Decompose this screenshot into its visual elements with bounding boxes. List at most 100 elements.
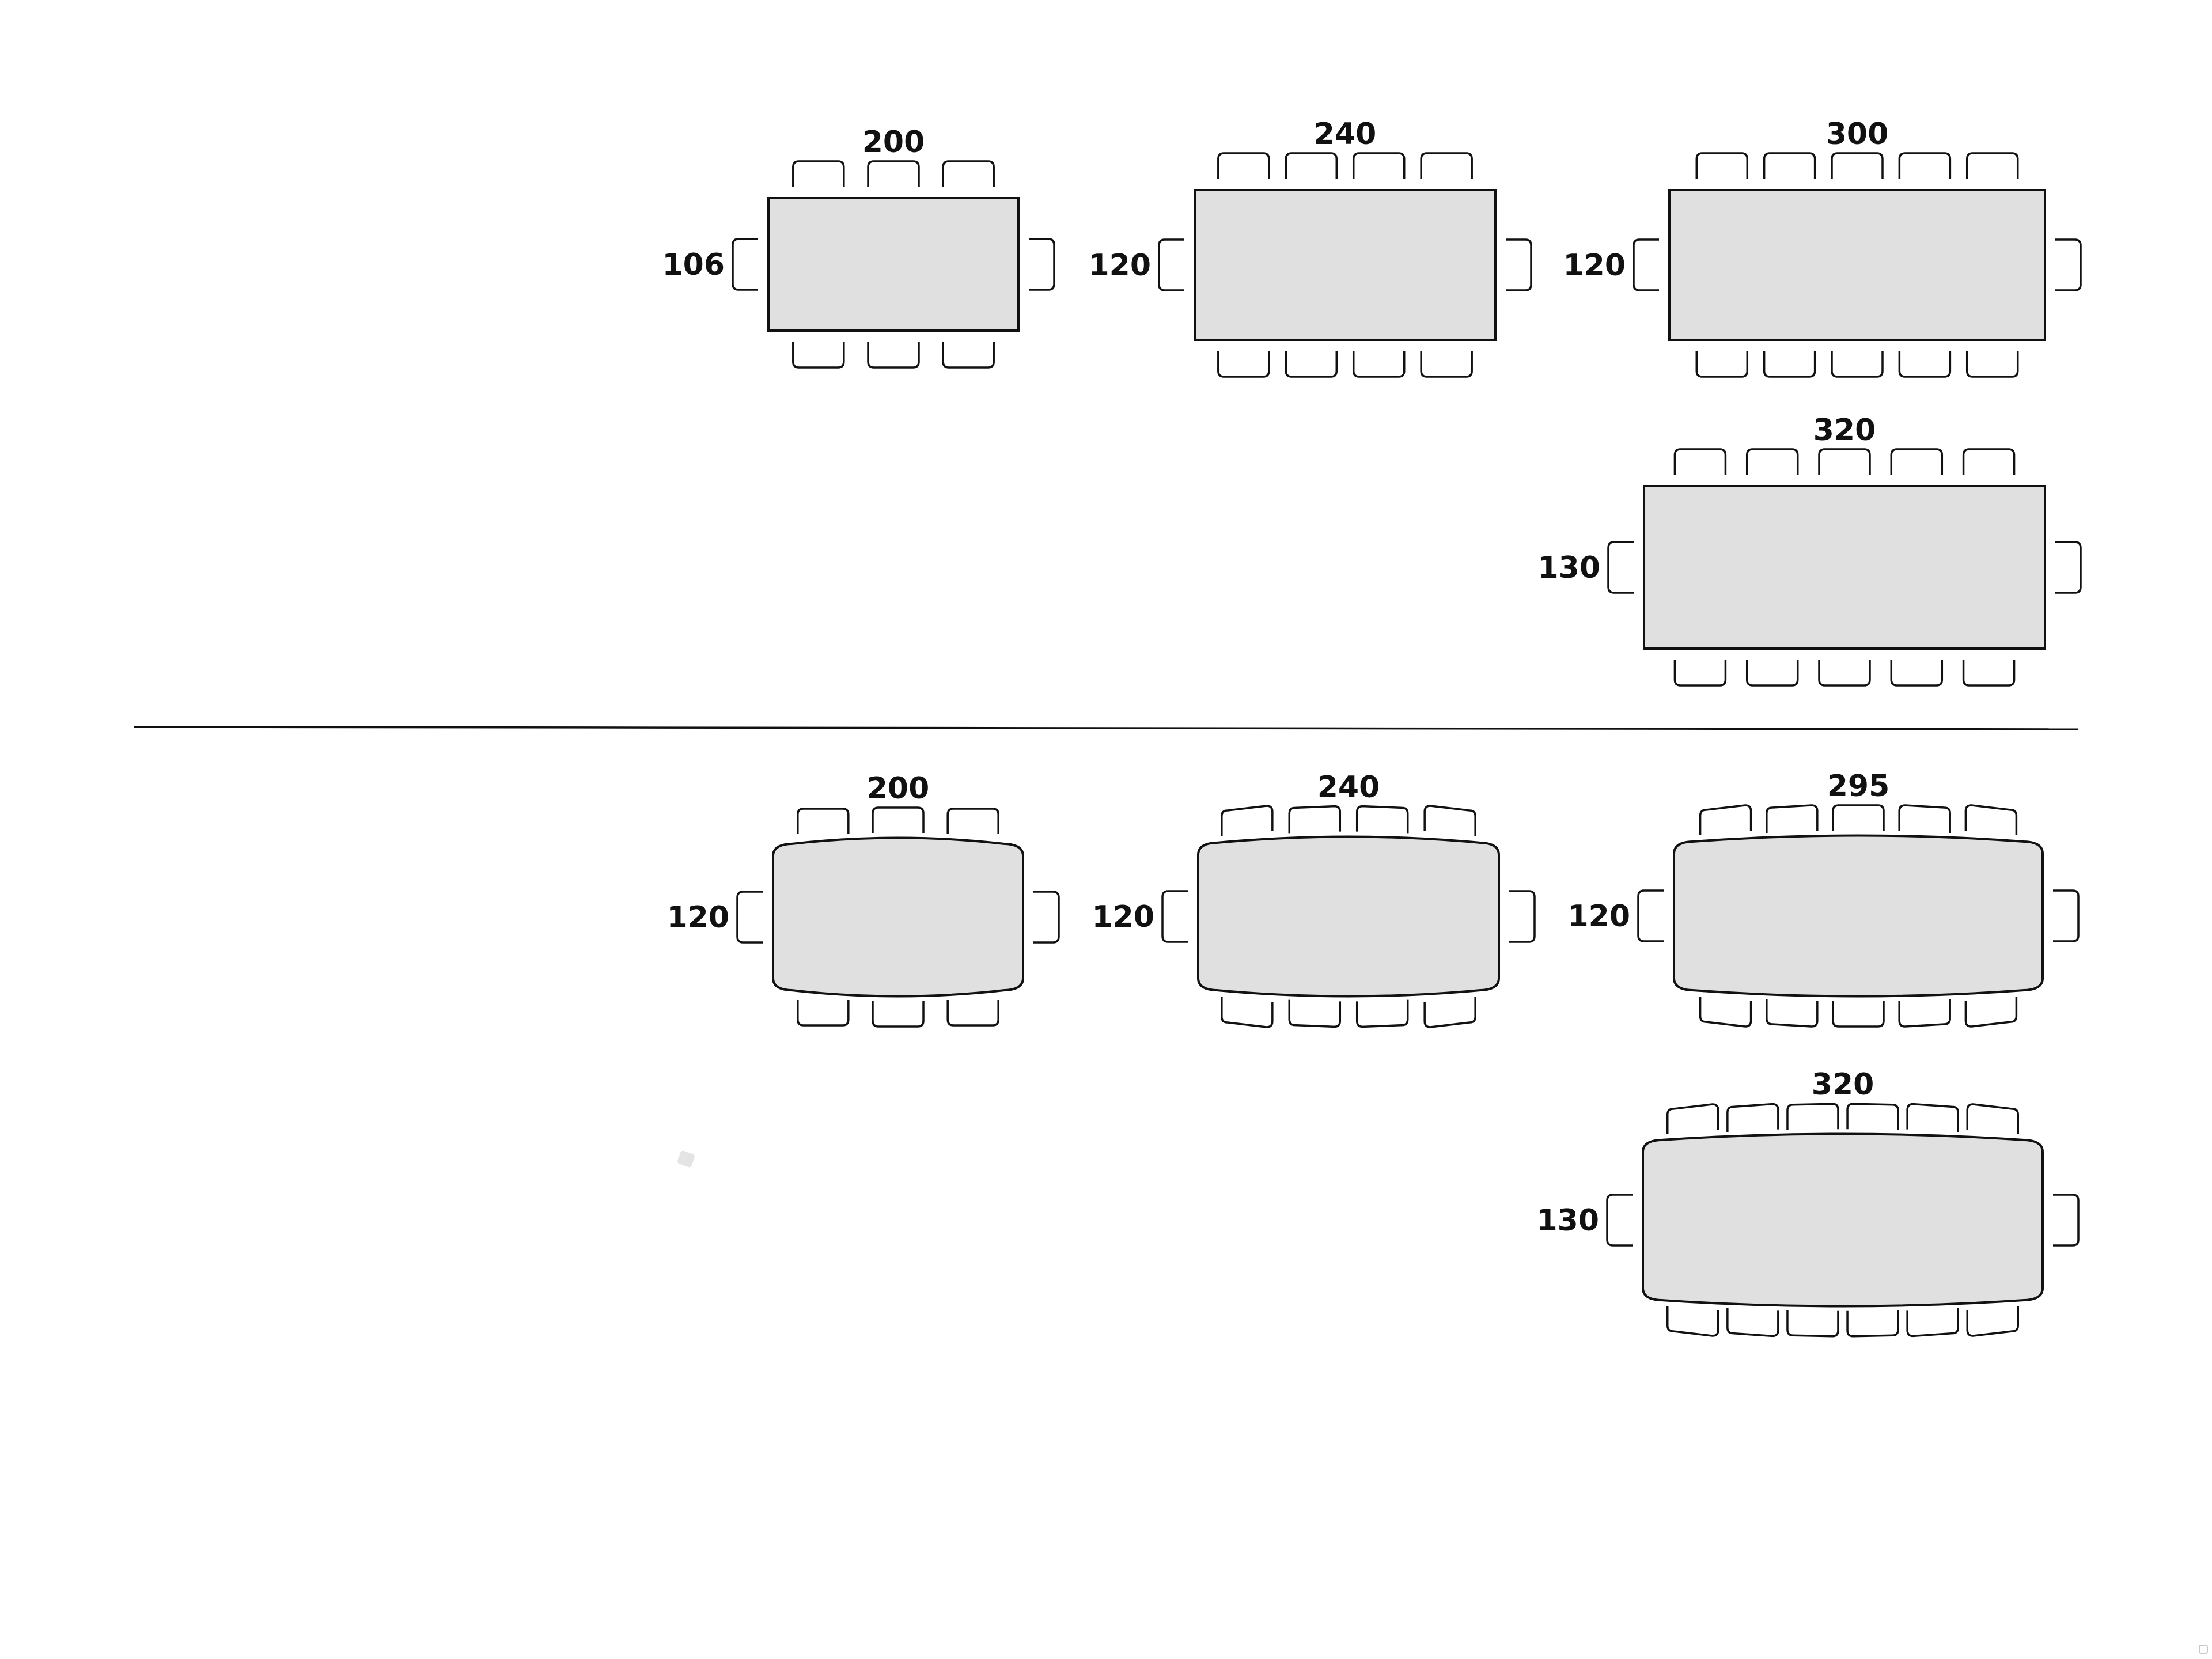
chair-top	[1766, 804, 1819, 833]
length-label: 240	[1317, 770, 1380, 805]
chair-top	[1898, 152, 1952, 179]
chair-bottom	[1831, 351, 1884, 378]
chair-top	[797, 808, 850, 834]
table-top	[1194, 189, 1497, 341]
chair-bottom	[1766, 999, 1819, 1028]
table-top	[1668, 189, 2046, 341]
length-label: 320	[1812, 1067, 1874, 1102]
chair-bottom	[1890, 660, 1944, 687]
chair-top	[1695, 152, 1749, 179]
chair-bottom	[1832, 1001, 1885, 1028]
chair-top	[1420, 152, 1473, 179]
chair-bottom	[1217, 351, 1270, 378]
chair-bottom	[1965, 351, 2019, 378]
chair-end-right	[1506, 238, 1532, 291]
chair-bottom	[1898, 351, 1952, 378]
chair-bottom	[1726, 1308, 1779, 1338]
tables-layer: 2001062401203001203201302001202401202951…	[662, 117, 2082, 1338]
table-group-rectangular-200x106: 200 106	[662, 125, 1055, 369]
corner-mark	[2199, 1645, 2208, 1654]
length-label: 200	[862, 125, 925, 160]
table-group-barrel-200x120: 200 120	[666, 771, 1060, 1028]
chair-end-right	[2055, 541, 2082, 594]
chair-bottom	[1695, 351, 1749, 378]
chair-bottom	[1786, 1310, 1839, 1338]
length-label: 320	[1813, 413, 1876, 448]
chair-bottom	[1673, 660, 1727, 687]
chair-top	[1962, 448, 2016, 475]
chair-top	[872, 806, 925, 833]
chair-bottom	[942, 342, 995, 369]
chair-top	[1699, 804, 1752, 835]
table-group-barrel-295x120: 295 120	[1567, 769, 2080, 1028]
width-label: 106	[662, 248, 725, 282]
chair-end-left	[1637, 889, 1664, 942]
chair-top	[1285, 152, 1338, 179]
width-label: 120	[666, 900, 729, 935]
chair-bottom	[1666, 1306, 1719, 1337]
chair-top	[1726, 1103, 1779, 1132]
chair-bottom	[1763, 351, 1816, 378]
chair-bottom	[872, 1001, 925, 1028]
chair-top	[867, 160, 920, 187]
speck-mark	[677, 1150, 695, 1168]
chair-top	[1898, 804, 1951, 833]
table-top	[1197, 835, 1500, 998]
chair-end-left	[736, 891, 763, 944]
chair-end-left	[1607, 541, 1634, 594]
chair-bottom	[1423, 997, 1476, 1028]
chair-bottom	[1906, 1308, 1959, 1338]
length-label: 300	[1826, 117, 1889, 151]
chair-end-right	[1033, 891, 1060, 944]
table-top	[772, 836, 1024, 998]
chair-top	[946, 808, 999, 834]
table-top	[1673, 834, 2044, 998]
chair-top	[1906, 1103, 1959, 1132]
chair-bottom	[1699, 997, 1752, 1028]
chair-bottom	[797, 1000, 850, 1027]
chair-bottom	[1898, 999, 1951, 1028]
chair-top	[1288, 805, 1342, 834]
chair-top	[792, 160, 845, 187]
chair-end-right	[1509, 890, 1536, 943]
chair-top	[1832, 804, 1885, 831]
chair-end-right	[2055, 238, 2082, 291]
table-top	[1643, 485, 2046, 650]
chair-top	[1217, 152, 1270, 179]
chair-top	[1221, 805, 1274, 836]
chair-bottom	[1745, 660, 1799, 687]
chair-top	[1964, 804, 2018, 835]
width-label: 130	[1537, 551, 1600, 585]
chair-top	[1666, 1103, 1719, 1134]
table-top	[767, 197, 1020, 332]
chair-end-left	[1158, 238, 1184, 291]
chair-bottom	[1962, 660, 2016, 687]
section-divider	[133, 726, 2079, 730]
chair-bottom	[1352, 351, 1406, 378]
chair-top	[1890, 448, 1944, 475]
chair-bottom	[1420, 351, 1473, 378]
width-label: 120	[1092, 900, 1154, 934]
chair-end-left	[1633, 238, 1659, 291]
chair-top	[1745, 448, 1799, 475]
chair-end-right	[1029, 238, 1055, 291]
chair-bottom	[946, 1000, 999, 1027]
table-group-barrel-240x120: 240 120	[1092, 770, 1536, 1028]
chair-top	[1818, 448, 1871, 475]
chair-top	[1355, 805, 1409, 834]
chair-end-left	[1161, 890, 1188, 943]
width-label: 120	[1567, 899, 1630, 934]
length-label: 200	[867, 771, 930, 806]
table-group-rectangular-320x130: 320 130	[1537, 413, 2082, 687]
chair-end-right	[2053, 889, 2080, 942]
chair-bottom	[1285, 351, 1338, 378]
chair-bottom	[1846, 1310, 1899, 1338]
chair-bottom	[1355, 999, 1409, 1028]
length-label: 240	[1314, 117, 1377, 151]
chair-bottom	[1966, 1306, 2019, 1337]
length-label: 295	[1827, 769, 1890, 804]
